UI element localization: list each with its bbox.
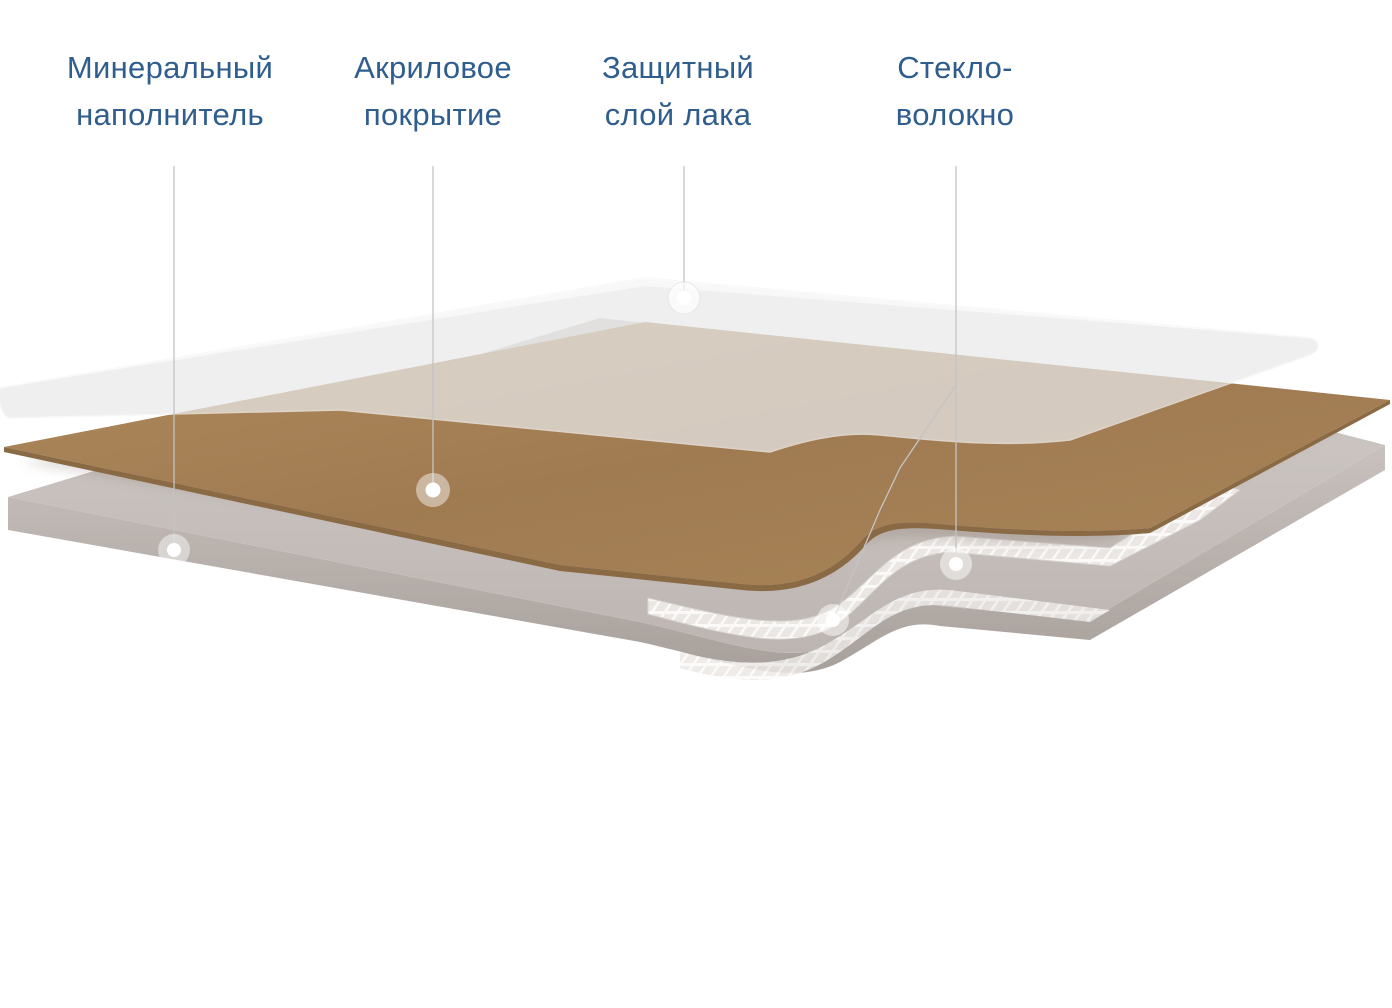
- marker-fiberglass: [940, 548, 972, 580]
- marker-varnish: [667, 281, 701, 315]
- label-fiberglass: Стекло- волокно: [815, 44, 1095, 138]
- label-mineral-filler: Минеральный наполнитель: [30, 44, 310, 138]
- varnish-layer: [0, 277, 1319, 453]
- label-fiberglass-line2: волокно: [895, 97, 1015, 132]
- label-varnish-layer: Защитный слой лака: [538, 44, 818, 138]
- marker-acrylic: [416, 473, 450, 507]
- label-fiberglass-line1: Стекло-: [897, 50, 1013, 85]
- leader-line-fiberglass-branch: [832, 384, 957, 621]
- label-acrylic-coating-line2: покрытие: [363, 97, 503, 132]
- label-acrylic-coating: Акриловое покрытие: [293, 44, 573, 138]
- label-acrylic-coating-line1: Акриловое: [354, 50, 512, 85]
- marker-mineral: [158, 534, 190, 566]
- label-mineral-filler-line2: наполнитель: [76, 97, 264, 132]
- label-mineral-filler-line1: Минеральный: [66, 50, 274, 85]
- label-varnish-layer-line1: Защитный: [601, 50, 755, 85]
- label-varnish-layer-line2: слой лака: [604, 97, 752, 132]
- marker-fiberglass-secondary: [817, 604, 849, 636]
- fiberglass-cut-edge: [680, 589, 1110, 680]
